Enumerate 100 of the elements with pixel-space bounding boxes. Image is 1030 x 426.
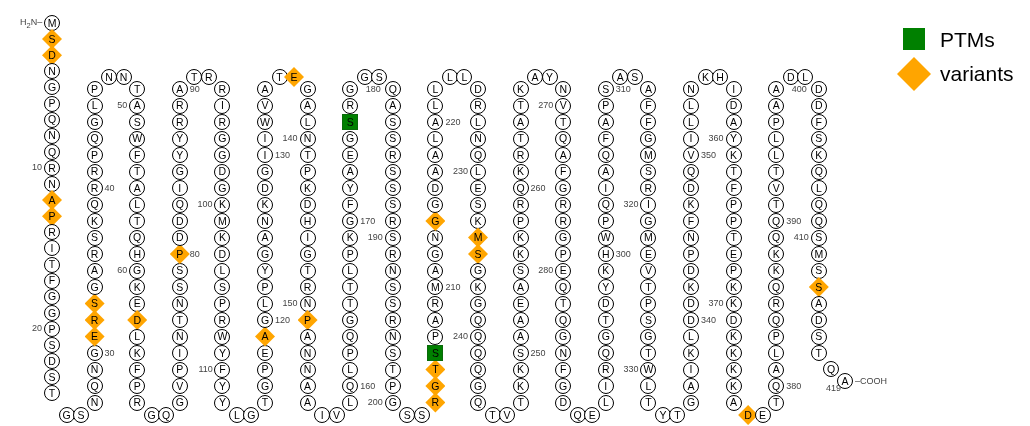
residue-circle: T [44, 385, 60, 402]
residue-circle: A [527, 69, 544, 85]
residue-circle: P [86, 147, 103, 163]
residue-circle: Q [342, 378, 359, 394]
residue-circle: G [342, 213, 359, 229]
residue-circle: R [384, 246, 401, 262]
residue-circle: P [384, 378, 401, 394]
residue-circle: E [584, 407, 601, 423]
residue-label: 100 [197, 200, 213, 209]
residue-label: 280 [538, 266, 554, 275]
residue-circle: D [683, 312, 699, 328]
residue-circle: N [257, 213, 273, 229]
residue-circle: Q [555, 130, 572, 147]
residue-circle: A [427, 312, 444, 328]
residue-label: 190 [367, 233, 383, 242]
residue-circle: V [768, 180, 785, 196]
residue-circle: M [427, 279, 444, 295]
residue-circle: W [129, 130, 146, 147]
residue-circle: G [384, 394, 401, 411]
residue-label: 300 [615, 249, 631, 259]
residue-circle: Q [597, 345, 614, 361]
residue-circle: N [171, 295, 188, 312]
residue-label: 330 [623, 365, 639, 374]
residue-circle: P [171, 361, 188, 378]
residue-circle: L [129, 328, 146, 345]
residue-circle: K [810, 147, 827, 163]
residue-circle: A [512, 328, 529, 345]
residue-circle: Y [725, 130, 742, 147]
residue-circle: N [86, 361, 103, 378]
residue-circle: Q [597, 196, 614, 213]
residue-circle: Q [555, 279, 572, 295]
residue-circle: K [257, 196, 273, 213]
residue-circle: K [129, 279, 146, 295]
residue-circle: T [186, 69, 203, 85]
residue-circle: Q [512, 180, 529, 196]
residue-circle: P [214, 295, 231, 312]
ptm-square: S [427, 345, 444, 361]
residue-circle: A [299, 378, 316, 394]
residue-circle: S [171, 262, 188, 279]
residue-circle: G [58, 407, 75, 423]
residue-circle: M [214, 213, 231, 229]
residue-label: H$_{2}$N– [20, 17, 43, 29]
residue-circle: N [555, 345, 572, 361]
residue-circle: I [597, 378, 614, 394]
residue-circle: S [384, 229, 401, 246]
residue-circle: K [214, 196, 231, 213]
residue-circle: T [669, 407, 686, 423]
residue-circle: V [328, 407, 345, 423]
residue-circle: Y [342, 180, 359, 196]
residue-circle: E [257, 345, 273, 361]
residue-circle: Y [214, 378, 231, 394]
residue-circle: R [200, 69, 217, 85]
residue-circle: L [470, 163, 486, 180]
residue-circle: D [44, 353, 60, 370]
residue-circle: W [257, 114, 273, 130]
residue-circle: S [384, 345, 401, 361]
residue-label: 140 [282, 134, 298, 143]
residue-circle: H [129, 246, 146, 262]
residue-circle: K [214, 229, 231, 246]
residue-circle: K [512, 81, 529, 97]
residue-circle: R [44, 159, 60, 176]
residue-circle: S [810, 328, 827, 345]
residue-circle: A [129, 97, 146, 114]
residue-circle: G [44, 288, 60, 305]
residue-circle: L [810, 180, 827, 196]
residue-circle: E [640, 246, 657, 262]
residue-circle: N [171, 328, 188, 345]
residue-circle: Q [158, 407, 175, 423]
residue-circle: A [299, 97, 316, 114]
residue-label: 350 [701, 150, 717, 160]
residue-circle: Q [470, 147, 486, 163]
residue-circle: E [129, 295, 146, 312]
residue-circle: V [171, 378, 188, 394]
residue-circle: G [171, 163, 188, 180]
residue-circle: A [257, 229, 273, 246]
residue-circle: Q [810, 196, 827, 213]
residue-circle: T [257, 394, 273, 411]
legend-label: PTMs [940, 29, 995, 50]
residue-circle: G [342, 130, 359, 147]
residue-circle: V [683, 147, 699, 163]
residue-circle: K [299, 180, 316, 196]
residue-circle: K [725, 361, 742, 378]
residue-circle: G [470, 378, 486, 394]
residue-circle: A [768, 361, 785, 378]
residue-circle: N [384, 328, 401, 345]
residue-circle: D [683, 295, 699, 312]
residue-circle: S [44, 337, 60, 353]
residue-circle: K [768, 246, 785, 262]
residue-circle: E [470, 180, 486, 196]
residue-circle: D [597, 295, 614, 312]
residue-circle: P [640, 295, 657, 312]
residue-circle: Q [342, 328, 359, 345]
residue-circle: D [683, 262, 699, 279]
residue-circle: K [725, 295, 742, 312]
residue-circle: G [214, 147, 231, 163]
residue-circle: P [44, 95, 60, 112]
residue-circle: Q [129, 229, 146, 246]
residue-circle: N [44, 127, 60, 144]
residue-circle: F [597, 130, 614, 147]
residue-circle: G [597, 328, 614, 345]
